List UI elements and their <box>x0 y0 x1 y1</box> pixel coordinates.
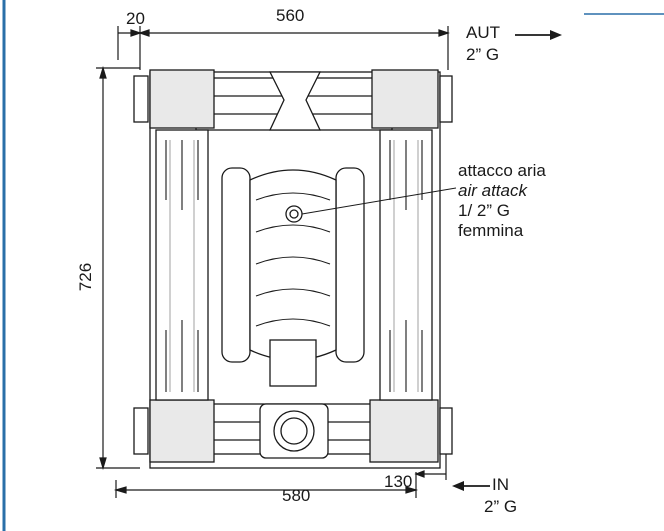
air-connection-type-label: femmina <box>458 221 524 240</box>
corner-block-top-right <box>371 69 439 129</box>
chamber-ribs <box>165 140 423 392</box>
dim-top <box>117 26 450 70</box>
corner-block-top-left <box>149 69 215 129</box>
inlet-size-label: 2” G <box>484 497 518 516</box>
air-connection-size-label: 1/ 2” G <box>458 201 510 220</box>
outlet-label: AUT <box>466 23 500 42</box>
dim-top-offset-label: 20 <box>126 9 145 28</box>
top-manifold-center <box>268 71 322 131</box>
corner-block-bottom-left <box>149 399 215 463</box>
dim-height-label: 726 <box>76 262 96 292</box>
diaphragm-right <box>335 167 365 363</box>
center-stem <box>269 339 317 387</box>
air-leader-line <box>301 187 457 215</box>
dim-bottom-width-label: 580 <box>282 486 311 505</box>
dim-height <box>96 65 140 471</box>
air-connection-label-it: attacco aria <box>458 161 546 180</box>
central-body <box>249 169 337 361</box>
dim-top-width-label: 560 <box>276 6 305 25</box>
outlet-size-label: 2” G <box>466 45 500 64</box>
dim-bottom <box>113 440 447 498</box>
dim-bottom-offset-label: 130 <box>384 472 413 491</box>
corner-block-bottom-right <box>369 399 439 463</box>
diaphragm-left <box>221 167 251 363</box>
air-connection-label-en: air attack <box>458 181 527 200</box>
inlet-label: IN <box>492 475 509 494</box>
